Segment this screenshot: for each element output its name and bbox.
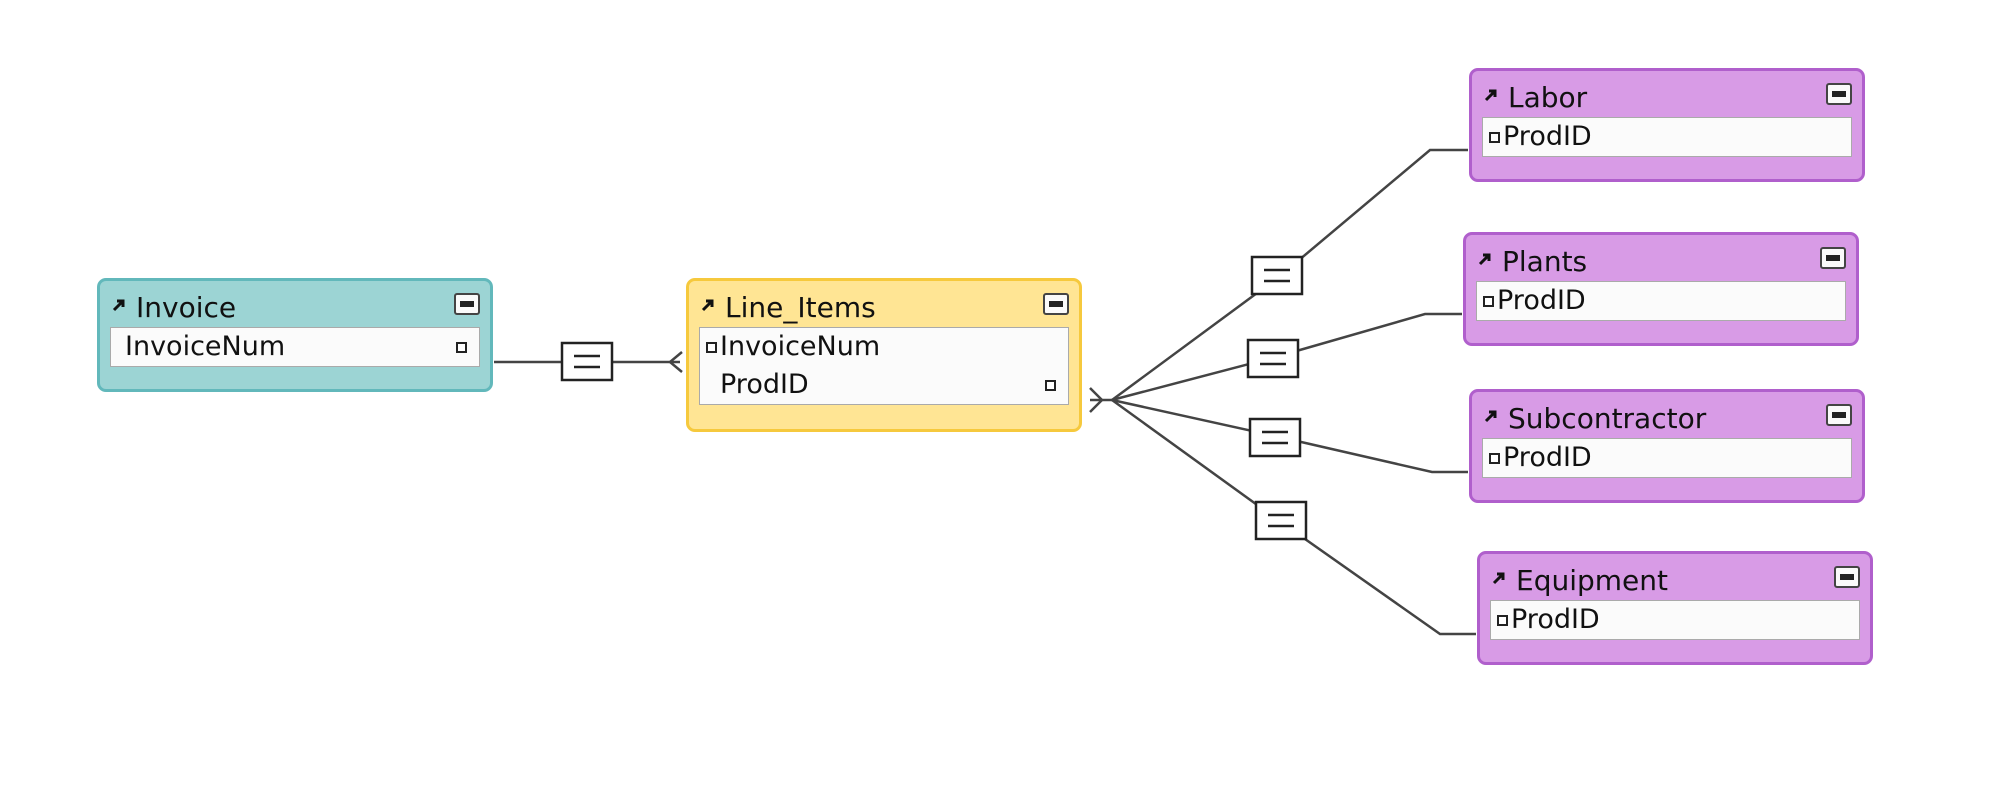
relationship-operator-subcontractor xyxy=(1248,417,1302,458)
table-title: Line_Items xyxy=(725,291,876,324)
rel-line-plants xyxy=(1111,312,1462,402)
field-name: ProdID xyxy=(1511,604,1600,635)
crowfoot-lineitems-right xyxy=(1089,387,1104,413)
field-row[interactable]: ProdID xyxy=(1491,601,1859,639)
key-dot-icon xyxy=(1483,296,1494,307)
table-header[interactable]: Line_Items xyxy=(699,281,1069,327)
key-dot-icon xyxy=(1497,615,1508,626)
relationship-operator-equipment xyxy=(1254,500,1308,541)
table-labor[interactable]: Labor ProdID xyxy=(1469,68,1865,182)
field-name: ProdID xyxy=(1503,121,1592,152)
table-title: Invoice xyxy=(136,291,237,324)
field-row[interactable]: ProdID xyxy=(1483,118,1851,156)
table-header[interactable]: Subcontractor xyxy=(1482,392,1852,438)
field-name: ProdID xyxy=(720,369,809,400)
field-row[interactable]: ProdID xyxy=(1483,439,1851,477)
field-name: ProdID xyxy=(1503,442,1592,473)
field-list: InvoiceNum xyxy=(110,327,480,367)
table-invoice[interactable]: Invoice InvoiceNum xyxy=(97,278,493,392)
relationship-operator-labor xyxy=(1250,255,1304,296)
field-list: ProdID xyxy=(1482,117,1852,157)
key-dot-icon xyxy=(1489,132,1500,143)
collapse-icon[interactable] xyxy=(1826,404,1852,426)
collapse-icon[interactable] xyxy=(1834,566,1860,588)
alias-arrow-icon xyxy=(1478,253,1491,266)
alias-arrow-icon xyxy=(701,299,714,312)
field-row[interactable]: InvoiceNum xyxy=(700,328,1068,366)
relationship-operator-invoice-lineitems xyxy=(560,341,614,382)
field-name: InvoiceNum xyxy=(720,331,881,362)
table-header[interactable]: Invoice xyxy=(110,281,480,327)
table-plants[interactable]: Plants ProdID xyxy=(1463,232,1859,346)
field-list: ProdID xyxy=(1482,438,1852,478)
table-title: Subcontractor xyxy=(1508,402,1707,435)
rel-line-labor xyxy=(1111,148,1468,402)
table-header[interactable]: Equipment xyxy=(1490,554,1860,600)
field-list: ProdID xyxy=(1476,281,1846,321)
table-title: Labor xyxy=(1508,81,1588,114)
table-line-items[interactable]: Line_Items InvoiceNum ProdID xyxy=(686,278,1082,432)
crowfoot-lineitems-left xyxy=(668,351,683,373)
table-subcontractor[interactable]: Subcontractor ProdID xyxy=(1469,389,1865,503)
field-name: ProdID xyxy=(1497,285,1586,316)
table-header[interactable]: Labor xyxy=(1482,71,1852,117)
collapse-icon[interactable] xyxy=(1826,83,1852,105)
table-equipment[interactable]: Equipment ProdID xyxy=(1477,551,1873,665)
table-title: Plants xyxy=(1502,245,1588,278)
relationship-operator-plants xyxy=(1246,338,1300,379)
alias-arrow-icon xyxy=(1484,89,1497,102)
rel-line-subcontractor xyxy=(1111,398,1468,474)
field-row[interactable]: ProdID xyxy=(1477,282,1845,320)
alias-arrow-icon xyxy=(112,299,125,312)
table-header[interactable]: Plants xyxy=(1476,235,1846,281)
table-title: Equipment xyxy=(1516,564,1668,597)
alias-arrow-icon xyxy=(1484,410,1497,423)
key-dot-icon xyxy=(1489,453,1500,464)
collapse-icon[interactable] xyxy=(1820,247,1846,269)
field-row[interactable]: ProdID xyxy=(700,366,1068,404)
alias-arrow-icon xyxy=(1492,572,1505,585)
rel-line-equipment xyxy=(1111,398,1476,636)
key-dot-icon xyxy=(456,342,467,353)
key-dot-icon xyxy=(1045,380,1056,391)
collapse-icon[interactable] xyxy=(1043,293,1069,315)
field-list: ProdID xyxy=(1490,600,1860,640)
field-list: InvoiceNum ProdID xyxy=(699,327,1069,405)
collapse-icon[interactable] xyxy=(454,293,480,315)
field-name: InvoiceNum xyxy=(125,331,286,362)
field-row[interactable]: InvoiceNum xyxy=(111,328,479,366)
key-dot-icon xyxy=(706,342,717,353)
